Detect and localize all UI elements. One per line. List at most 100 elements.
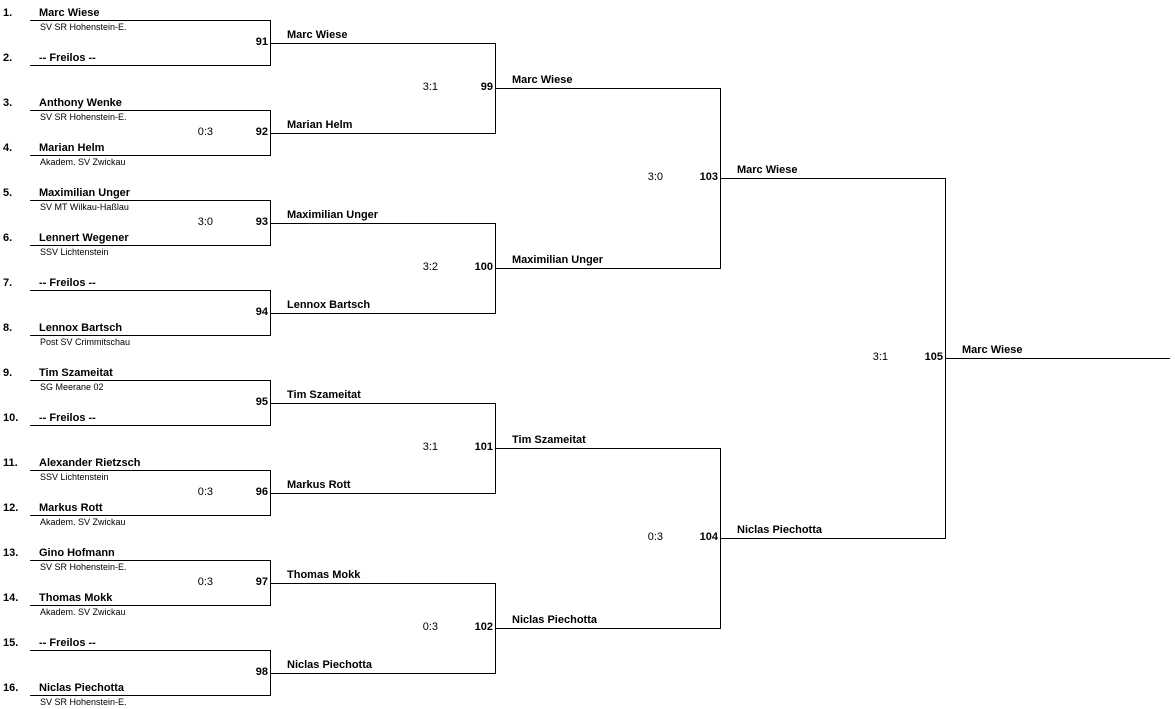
entry-seed: 9. bbox=[3, 367, 13, 379]
match-number: 102 bbox=[474, 620, 493, 633]
entry-seed: 16. bbox=[3, 682, 19, 694]
entry-line bbox=[30, 650, 270, 651]
match-number: 103 bbox=[699, 170, 718, 183]
entry-name: -- Freilos -- bbox=[39, 637, 96, 649]
entry-name: Lennox Bartsch bbox=[39, 322, 123, 334]
winner-name: Marc Wiese bbox=[737, 163, 798, 176]
entry-line bbox=[30, 335, 270, 336]
entry-line bbox=[30, 515, 270, 516]
entry-line bbox=[30, 695, 270, 696]
entry-club: SSV Lichtenstein bbox=[40, 472, 109, 482]
entry-name: Tim Szameitat bbox=[39, 367, 113, 379]
entry-club: Akadem. SV Zwickau bbox=[40, 517, 126, 527]
entry-seed: 14. bbox=[3, 592, 19, 604]
entry-name: Marc Wiese bbox=[39, 7, 100, 19]
entry-club: Post SV Crimmitschau bbox=[40, 337, 131, 347]
winner-name: Marc Wiese bbox=[962, 343, 1023, 356]
match-number: 91 bbox=[255, 35, 268, 48]
winner-line bbox=[720, 537, 945, 539]
entry-name: -- Freilos -- bbox=[39, 277, 96, 289]
match-score: 3:0 bbox=[647, 170, 663, 183]
winner-line bbox=[270, 492, 495, 494]
match-number: 98 bbox=[255, 665, 268, 678]
entry-line bbox=[30, 110, 270, 111]
entry-line bbox=[30, 560, 270, 561]
winner-name: Niclas Piechotta bbox=[287, 658, 372, 671]
entry-seed: 6. bbox=[3, 232, 13, 244]
entry-seed: 2. bbox=[3, 52, 13, 64]
entry-name: Markus Rott bbox=[39, 502, 103, 514]
winner-line bbox=[720, 177, 945, 179]
entry-club: SG Meerane 02 bbox=[40, 382, 104, 392]
match-number: 93 bbox=[255, 215, 268, 228]
entry-line bbox=[30, 245, 270, 246]
entry-seed: 7. bbox=[3, 277, 13, 289]
match-score: 3:1 bbox=[422, 440, 438, 453]
entry-name: Alexander Rietzsch bbox=[39, 457, 141, 469]
match-number: 97 bbox=[255, 575, 268, 588]
entry-seed: 3. bbox=[3, 97, 13, 109]
winner-line bbox=[495, 87, 720, 89]
match-number: 92 bbox=[255, 125, 268, 138]
winner-name: Tim Szameitat bbox=[287, 388, 361, 401]
entry-seed: 13. bbox=[3, 547, 19, 559]
winner-name: Thomas Mokk bbox=[287, 568, 361, 581]
entry-name: Niclas Piechotta bbox=[39, 682, 124, 694]
match-score: 3:1 bbox=[422, 80, 438, 93]
entry-club: SV SR Hohenstein-E. bbox=[40, 697, 127, 707]
entry-club: SSV Lichtenstein bbox=[40, 247, 109, 257]
entry-line bbox=[30, 200, 270, 201]
match-number: 94 bbox=[255, 305, 268, 318]
entry-line bbox=[30, 20, 270, 21]
match-score: 3:1 bbox=[872, 350, 888, 363]
match-number: 101 bbox=[474, 440, 493, 453]
match-score: 3:2 bbox=[422, 260, 438, 273]
winner-name: Markus Rott bbox=[287, 478, 351, 491]
winner-name: Tim Szameitat bbox=[512, 433, 586, 446]
entry-line bbox=[30, 425, 270, 426]
match-score: 0:3 bbox=[197, 125, 213, 138]
winner-line bbox=[270, 672, 495, 674]
entry-name: Maximilian Unger bbox=[39, 187, 131, 199]
winner-line bbox=[270, 402, 495, 404]
match-number: 95 bbox=[255, 395, 268, 408]
winner-line bbox=[270, 312, 495, 314]
winner-name: Marian Helm bbox=[287, 118, 353, 131]
entry-line bbox=[30, 380, 270, 381]
entry-line bbox=[30, 605, 270, 606]
match-score: 0:3 bbox=[647, 530, 663, 543]
winner-line bbox=[270, 132, 495, 134]
entry-line bbox=[30, 290, 270, 291]
entry-name: -- Freilos -- bbox=[39, 412, 96, 424]
entry-name: Lennert Wegener bbox=[39, 232, 129, 244]
match-number: 99 bbox=[480, 80, 493, 93]
entry-line bbox=[30, 470, 270, 471]
winner-line bbox=[270, 582, 495, 584]
entry-club: Akadem. SV Zwickau bbox=[40, 607, 126, 617]
entry-seed: 1. bbox=[3, 7, 13, 19]
match-number: 100 bbox=[474, 260, 493, 273]
entry-club: SV SR Hohenstein-E. bbox=[40, 112, 127, 122]
match-score: 0:3 bbox=[422, 620, 438, 633]
entry-club: SV SR Hohenstein-E. bbox=[40, 22, 127, 32]
winner-name: Marc Wiese bbox=[287, 28, 348, 41]
winner-line bbox=[495, 267, 720, 269]
entry-name: Thomas Mokk bbox=[39, 592, 113, 604]
winner-line bbox=[495, 627, 720, 629]
winner-line bbox=[270, 42, 495, 44]
entry-seed: 12. bbox=[3, 502, 19, 514]
winner-line bbox=[945, 357, 1170, 359]
entry-line bbox=[30, 155, 270, 156]
match-number: 104 bbox=[699, 530, 718, 543]
entry-name: Gino Hofmann bbox=[39, 547, 115, 559]
winner-name: Niclas Piechotta bbox=[512, 613, 597, 626]
entry-line bbox=[30, 65, 270, 66]
entry-name: Anthony Wenke bbox=[39, 97, 122, 109]
winner-name: Lennox Bartsch bbox=[287, 298, 371, 311]
entry-seed: 15. bbox=[3, 637, 19, 649]
entry-name: Marian Helm bbox=[39, 142, 105, 154]
winner-name: Maximilian Unger bbox=[287, 208, 379, 221]
entry-seed: 8. bbox=[3, 322, 13, 334]
winner-name: Niclas Piechotta bbox=[737, 523, 822, 536]
